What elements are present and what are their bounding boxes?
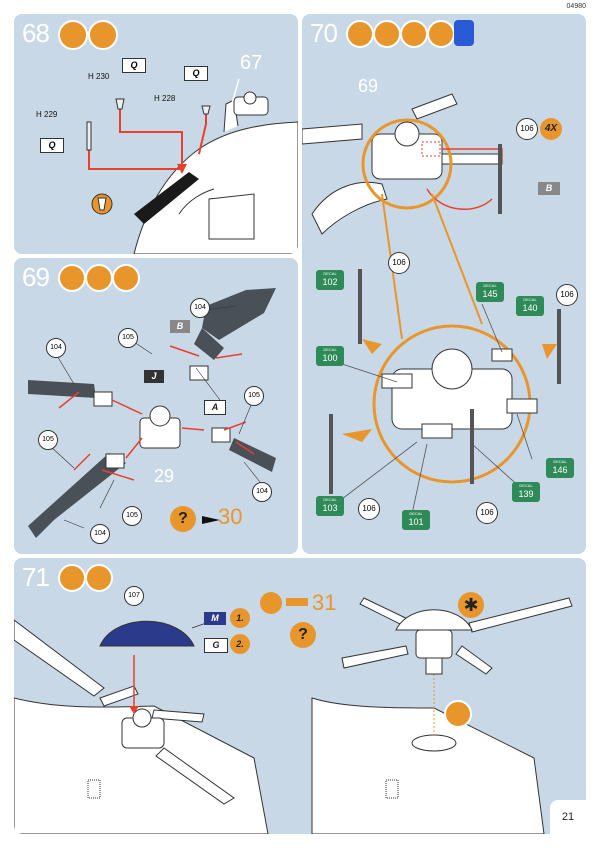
part-107-label: 107	[124, 586, 144, 606]
glue-icon	[58, 264, 86, 292]
step-order-1: 1.	[230, 608, 250, 628]
decal-number: 146	[552, 465, 568, 475]
no-glue-icon	[444, 700, 472, 728]
part-104-label: 104	[46, 338, 66, 358]
decal-number: 102	[322, 277, 338, 287]
goto-step-number: 31	[312, 590, 337, 615]
paint-brush-icon	[373, 20, 401, 48]
step-69-number: 69	[22, 262, 50, 292]
h229-label: H 229	[36, 110, 58, 119]
ref-part-number: 69	[358, 76, 379, 96]
decal-tag-146: DECAL 146	[546, 458, 574, 478]
ref-part-number: 29	[154, 466, 175, 486]
step-71-panel: 71 107 M 1. G 2. 31 ? ✱	[14, 558, 586, 834]
step-70-number: 70	[310, 18, 338, 48]
step-68-panel: 68 H 230 H 229 H 228 Q Q Q 67	[14, 14, 298, 254]
part-104-label: 104	[252, 482, 272, 502]
decal-tag-103: DECAL 103	[316, 496, 344, 516]
step-70-panel: 70 69 106 4X B 106 106 106 106 DECAL 102…	[302, 14, 586, 554]
decal-word: DECAL	[553, 459, 567, 464]
step-68-number: 68	[22, 18, 50, 48]
info-icon	[260, 592, 282, 614]
glue-icon	[58, 564, 86, 592]
paint-brush-icon	[85, 564, 113, 592]
catalog-code: 04980	[566, 3, 586, 10]
decal-number: 139	[518, 489, 534, 499]
decal-tag-100: DECAL 100	[316, 346, 344, 366]
color-flag-b: B	[538, 182, 560, 195]
decal-number: 100	[322, 353, 338, 363]
part-106-label: 106	[358, 498, 380, 520]
decal-number: 145	[482, 289, 498, 299]
color-flag-a: A	[204, 400, 226, 415]
quantity-badge: 4X	[540, 118, 562, 140]
decal-tag-145: DECAL 145	[476, 282, 504, 302]
decal-tag-101: DECAL 101	[402, 510, 430, 530]
color-flag-q3: Q	[184, 66, 208, 81]
decal-word: DECAL	[409, 511, 423, 516]
clock-icon	[427, 20, 455, 48]
color-flag-j: J	[144, 370, 164, 383]
part-105-label: 105	[38, 430, 58, 450]
decal-number: 103	[322, 503, 338, 513]
color-flag-g: G	[204, 638, 228, 653]
step-71-number: 71	[22, 562, 50, 592]
clock-icon	[112, 264, 140, 292]
page-number: 21	[550, 800, 586, 834]
paint-brush-icon	[85, 264, 113, 292]
part-104-label: 104	[190, 298, 210, 318]
decal-number: 101	[408, 517, 424, 527]
decal-word: DECAL	[323, 347, 337, 352]
decal-tag-102: DECAL 102	[316, 270, 344, 290]
step-order-2: 2.	[230, 634, 250, 654]
paint-brush-icon	[88, 20, 118, 50]
part-106-label: 106	[388, 252, 410, 274]
glue-icon	[58, 20, 88, 50]
decal-word: DECAL	[483, 283, 497, 288]
decal-word: DECAL	[519, 483, 533, 488]
decal-word: DECAL	[323, 497, 337, 502]
question-badge: ?	[290, 622, 316, 648]
part-106-label: 106	[556, 284, 578, 306]
water-icon	[454, 20, 474, 46]
decal-icon	[400, 20, 428, 48]
part-104-label: 104	[90, 524, 110, 544]
goto-step-number: 30	[218, 504, 243, 529]
part-105-label: 105	[122, 506, 142, 526]
decal-word: DECAL	[323, 271, 337, 276]
arrow-right-icon	[286, 598, 308, 606]
color-flag-q2: Q	[40, 138, 64, 153]
ref-part-number: 67	[240, 52, 263, 74]
color-flag-q1: Q	[122, 58, 146, 73]
decal-tag-140: DECAL 140	[516, 296, 544, 316]
part-106-label: 106	[516, 118, 538, 140]
snowflake-icon: ✱	[458, 592, 484, 618]
question-badge: ?	[170, 506, 196, 532]
color-flag-b: B	[170, 320, 190, 333]
decal-tag-139: DECAL 139	[512, 482, 540, 502]
h230-label: H 230	[88, 72, 110, 81]
decal-word: DECAL	[523, 297, 537, 302]
h228-label: H 228	[154, 94, 176, 103]
glue-icon	[346, 20, 374, 48]
step-69-panel: 69 104 104 104 104 105 105 105 105 B J A…	[14, 258, 298, 554]
decal-number: 140	[522, 303, 538, 313]
part-105-label: 105	[244, 386, 264, 406]
part-106-label: 106	[476, 502, 498, 524]
part-105-label: 105	[118, 328, 138, 348]
color-flag-m: M	[204, 612, 226, 625]
